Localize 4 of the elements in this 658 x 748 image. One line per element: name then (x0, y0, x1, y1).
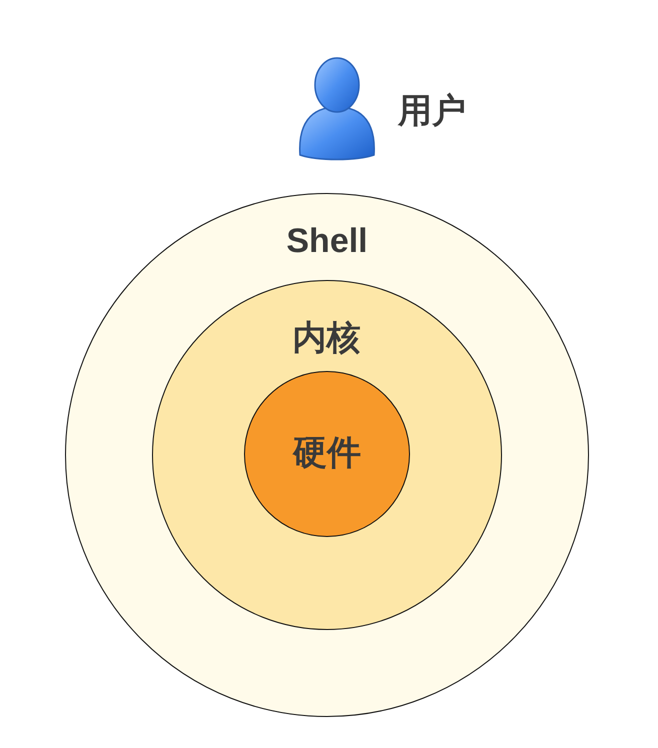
layer-label: 硬件 (293, 436, 361, 470)
layer-label: 内核 (292, 320, 360, 354)
layer-label: Shell (286, 224, 368, 258)
user-label: 用户 (398, 94, 466, 128)
